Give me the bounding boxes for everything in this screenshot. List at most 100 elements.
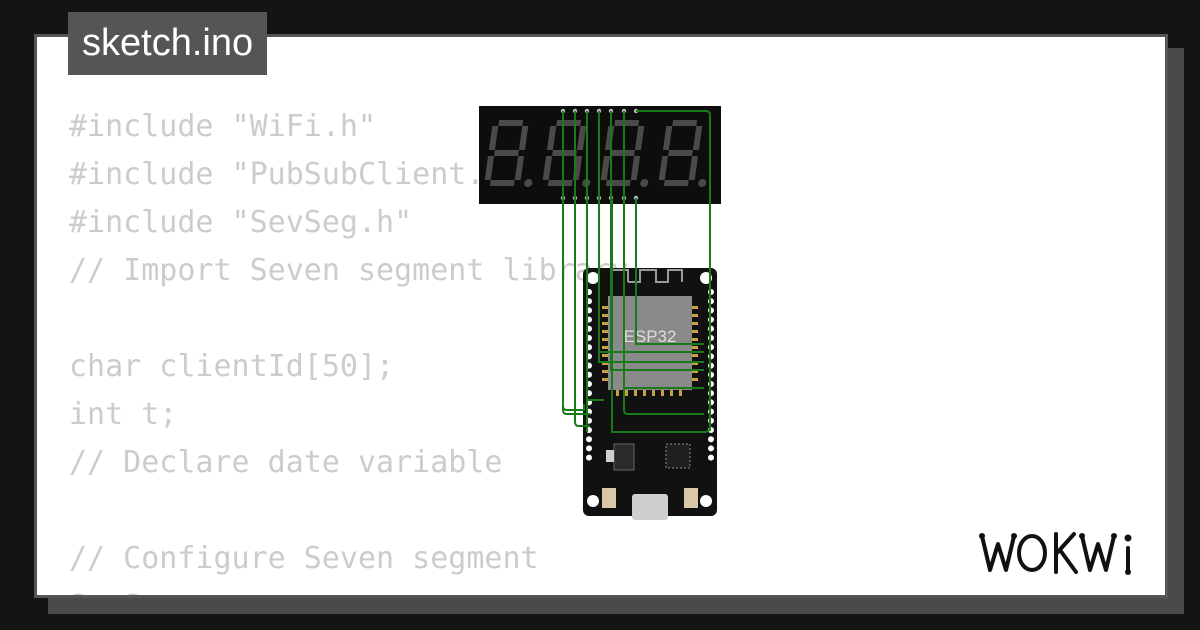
code-line: // Configure Seven segment [69,541,539,576]
chip-pad [670,390,673,396]
header-pin [708,436,714,443]
header-pin [586,445,592,452]
chip-pad [692,306,698,309]
segment [494,150,519,156]
segment [672,120,698,126]
segment [662,126,673,150]
usb-port [632,494,668,520]
reset-button[interactable] [684,488,698,508]
code-line: #include "PubSubClient.h" [69,157,521,192]
digit [658,120,707,187]
segment [692,126,703,150]
wire [623,111,704,415]
segment [488,126,499,150]
code-line: char clientId[50]; [69,349,395,384]
segment [514,156,525,180]
segment [484,156,495,180]
chip-pad [602,314,608,317]
chip-pad [692,338,698,341]
segment [518,126,529,150]
segment [547,180,573,186]
segment [663,180,689,186]
segment [542,156,553,180]
chip-pad [643,390,646,396]
chip-pad [692,346,698,349]
wire [623,198,704,389]
segment [614,120,640,126]
boot-button[interactable] [602,488,616,508]
segment [498,120,524,126]
wire [574,111,590,427]
chip-pad [679,390,682,396]
decimal-point [640,179,649,187]
display-digits [484,120,707,187]
segment [605,180,631,186]
header-pin [586,436,592,443]
segment [610,150,635,156]
segment [630,156,641,180]
segment [668,150,693,156]
segment [546,126,557,150]
chip-pad [602,330,608,333]
chip-pad [692,314,698,317]
wire [635,198,704,345]
chip-pad [692,370,698,373]
chip-pad [661,390,664,396]
segment [576,126,587,150]
header-pin [586,454,592,461]
segment [552,150,577,156]
segment [658,156,669,180]
segment [688,156,699,180]
regulator-tab [606,450,614,462]
chip-pad [692,322,698,325]
filename-tab[interactable]: sketch.ino [68,12,268,75]
chip-pad [602,362,608,365]
usb-chip [665,443,691,469]
wire [562,111,590,415]
code-line: // Import Seven segment library [69,253,629,288]
decimal-point [698,179,707,187]
mount-hole [700,495,712,507]
segment [556,120,582,126]
decimal-point [524,179,533,187]
digit [484,120,533,187]
code-editor: #include "WiFi.h" #include "PubSubClient.… [69,103,629,595]
wokwi-logo [979,532,1132,575]
wire [610,111,704,371]
wire [562,198,585,411]
mount-hole [587,495,599,507]
esp32-board[interactable]: ESP32 [583,268,717,520]
header-pin [708,445,714,452]
code-line: SevSeg sevseg; [69,583,629,595]
chip-pad [692,330,698,333]
segment [600,156,611,180]
chip-pad [652,390,655,396]
chip-pad [602,322,608,325]
chip-pad [602,370,608,373]
code-line: #include "WiFi.h" [69,109,377,144]
mount-hole [587,272,599,284]
segment [489,180,515,186]
chip-pad [692,362,698,365]
chip-pad [625,390,628,396]
chip-pad [602,338,608,341]
header-pin [708,454,714,461]
chip-pad [602,354,608,357]
wire [598,198,704,363]
code-line: #include "SevSeg.h" [69,205,413,240]
chip-pad [602,378,608,381]
chip-pad [616,390,619,396]
chip-pads [602,306,698,396]
wires [562,110,711,433]
chip-pad [602,306,608,309]
chip-pad [692,354,698,357]
chip-pad [692,378,698,381]
code-line: int t; [69,397,178,432]
chip-pad [602,346,608,349]
chip-pad [634,390,637,396]
regulator [613,443,635,471]
segment [634,126,645,150]
wire [611,110,711,433]
code-line: // Declare date variable [69,445,503,480]
